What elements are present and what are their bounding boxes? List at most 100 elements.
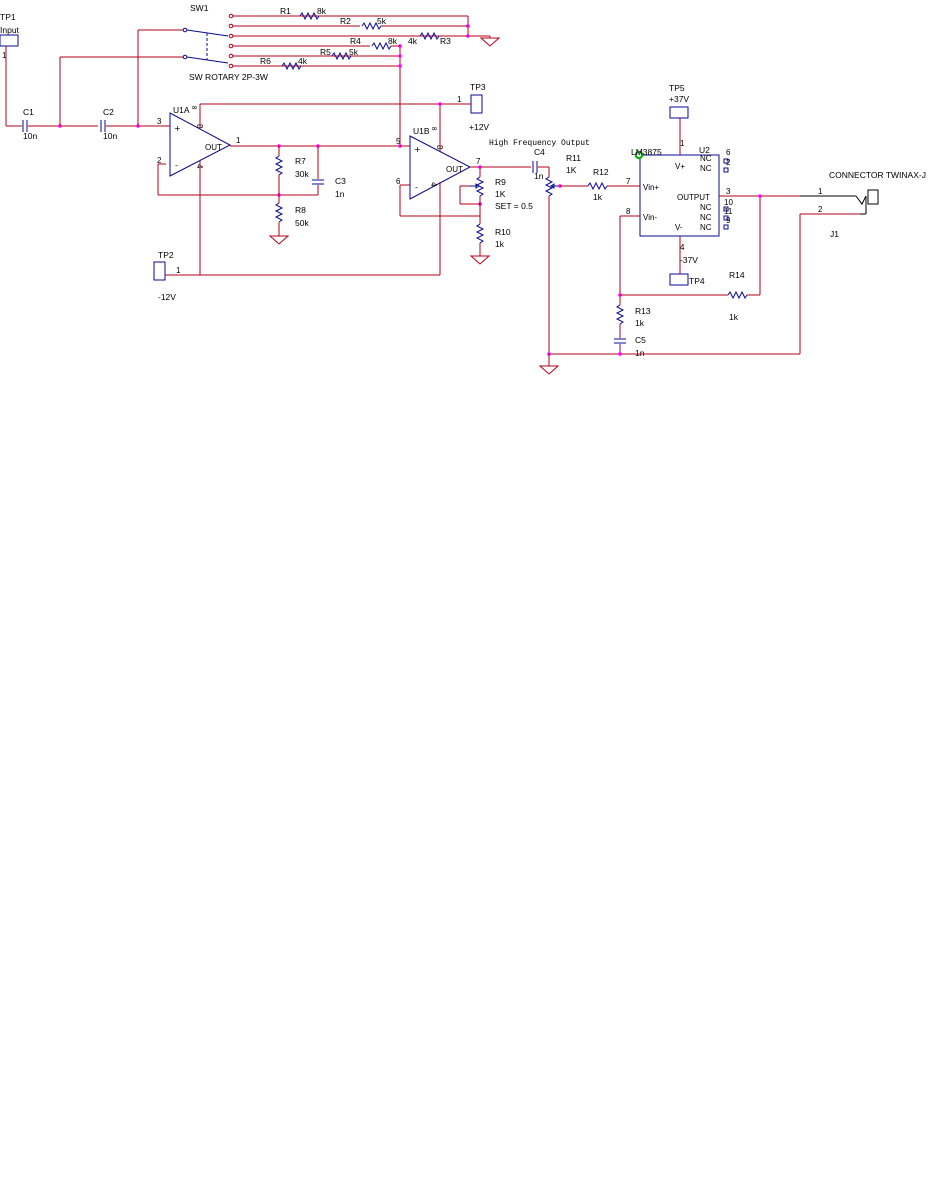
u2-output: OUTPUT [677,193,710,202]
r7: R7 30k [274,146,309,195]
r5-ref: R5 [320,47,331,57]
c5-value: 1n [635,348,645,358]
c1-value: 10n [23,131,37,141]
tp4-label: -37V [680,255,698,265]
c1-ref: C1 [23,107,34,117]
tp5-ref: TP5 [669,83,685,93]
u1a-pin2: 2 [157,156,162,165]
r11: R11 1K [544,153,581,354]
u1b-out: OUT [446,165,463,174]
r4: R4 8k [350,36,400,51]
tp1-ref: TP1 [0,12,16,22]
r12: R12 1k [560,167,640,202]
tp5: TP5 +37V [669,83,689,119]
r6-value: 4k [298,56,308,66]
r3-value: 4k [408,36,418,46]
c4-ref: C4 [534,147,545,157]
r14-value: 1k [729,312,739,322]
r8-value: 50k [295,218,309,228]
c3-value: 1n [335,189,345,199]
tp3-label: +12V [469,122,489,132]
u1a-out: OUT [205,143,222,152]
r10: R10 1k [469,216,511,265]
r13-ref: R13 [635,306,651,316]
u1b-inf: ∞ [431,124,438,133]
r12-ref: R12 [593,167,609,177]
c1: C1 10n [6,107,98,141]
j1-pin1: 1 [818,187,823,196]
c4-value: 1n [534,171,544,181]
tp1-label: Input [0,25,20,35]
u1b-pwr4: 4 [429,182,438,187]
r3-ref: R3 [440,36,451,46]
u2-part: LM3875 [631,147,662,157]
tp1: TP1 Input 1 [0,12,20,126]
u2-pin8: 8 [626,207,631,216]
u1a-minus: - [175,161,178,170]
r13-value: 1k [635,318,645,328]
r7-ref: R7 [295,156,306,166]
tp2-ref: TP2 [158,250,174,260]
j1-part: CONNECTOR TWINAX-J [829,170,926,180]
tp4: -37V TP4 [669,255,705,286]
u1b-pin5: 5 [396,137,401,146]
c5-ref: C5 [635,335,646,345]
switch-resistor-network [233,15,490,146]
r9-value: 1K [495,189,506,199]
r9-ref: R9 [495,177,506,187]
j1: CONNECTOR TWINAX-J J1 1 2 [800,170,926,239]
r5: R5 5k [320,47,359,61]
tp5-label: +37V [669,94,689,104]
r5-value: 5k [349,47,359,57]
u2-nc-9: NC [700,223,712,232]
r1: R1 8k [280,6,327,21]
r11-ref: R11 [566,153,581,163]
u1b-pin7: 7 [476,157,481,166]
j1-ref: J1 [830,229,839,239]
u2-vplus: V+ [675,162,685,171]
u2-pin4: 4 [680,243,685,252]
r7-value: 30k [295,169,309,179]
r1-value: 8k [317,6,327,16]
hf-output-label: High Frequency Output [489,139,590,148]
u2-pin6: 6 [726,148,731,157]
r8: R8 50k [268,195,309,245]
r12-value: 1k [593,192,603,202]
r2-value: 5k [377,16,387,26]
u1b-ref: U1B [413,126,430,136]
c2: C2 10n [100,107,166,141]
r14-ref: R14 [729,270,745,280]
r2-ref: R2 [340,16,351,26]
u2-vin-plus: Vin+ [643,183,659,192]
r4-ref: R4 [350,36,361,46]
r6: R6 4k [260,56,308,71]
u2-pin3: 3 [726,187,731,196]
r9: R9 1K SET = 0.5 [459,167,533,216]
tp2-pin: 1 [176,266,181,275]
pin1-marker-icon [634,150,644,160]
sw1: SW1 SW ROTARY 2P-3W [59,3,268,126]
u2-nc-6: NC [700,154,712,163]
u2: LM3875 U2 V+ V- Vin+ Vin- OUTPUT NC NC N… [626,139,733,252]
u2-vminus: V- [675,223,683,232]
sw1-part: SW ROTARY 2P-3W [189,72,268,82]
u1a-inf: ∞ [191,103,198,112]
tp4-ref: TP4 [689,276,705,286]
c3: C3 1n [312,146,346,199]
r9-set: SET = 0.5 [495,201,533,211]
r10-ref: R10 [495,227,511,237]
r10-value: 1k [495,239,505,249]
u2-vin-minus: Vin- [643,213,657,222]
j1-pin2: 2 [818,205,823,214]
tp3-ref: TP3 [470,82,486,92]
u2-pin7: 7 [626,177,631,186]
u2-ref: U2 [699,145,710,155]
r2: R2 5k [340,16,468,31]
r6-ref: R6 [260,56,271,66]
sw1-ref: SW1 [190,3,209,13]
r11-value: 1K [566,165,577,175]
c3-ref: C3 [335,176,346,186]
u2-nc-10: NC [700,203,712,212]
r13: R13 1k [615,304,651,338]
r14: R14 1k [620,270,760,322]
